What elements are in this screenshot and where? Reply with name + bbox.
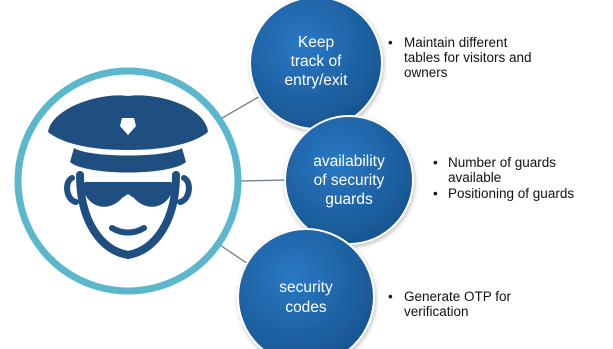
node-circle — [237, 228, 375, 349]
node-label-line: of security — [314, 172, 385, 189]
bullet-dot: • — [388, 35, 393, 50]
bullet-text-line: verification — [404, 304, 469, 319]
bullet-text-line: Positioning of guards — [448, 186, 574, 201]
bullet-text-line: Generate OTP for — [404, 289, 512, 304]
node-label-line: Keep — [298, 34, 334, 51]
bullets-security-codes: • Generate OTP for verification — [388, 289, 512, 319]
bullet-dot: • — [433, 186, 438, 201]
bullet-dot: • — [388, 289, 393, 304]
node-label-line: track of — [291, 53, 343, 70]
bullets-entry-exit: • Maintain different tables for visitors… — [388, 35, 532, 80]
node-security-codes: security codes — [237, 228, 375, 349]
node-label-line: entry/exit — [285, 72, 349, 89]
node-label-line: security — [279, 279, 333, 296]
bullet-text-line: tables for visitors and — [404, 50, 532, 65]
node-label-line: guards — [325, 191, 373, 208]
center-icon-group — [14, 67, 242, 295]
node-label-line: availability — [313, 153, 385, 170]
connector-line-2 — [239, 179, 289, 182]
bullet-text-line: Number of guards — [448, 155, 556, 170]
bullet-dot: • — [433, 155, 438, 170]
bullet-text-line: owners — [404, 65, 448, 80]
bullet-text-line: Maintain different — [404, 35, 508, 50]
node-label-line: codes — [285, 299, 327, 316]
node-entry-exit: Keep track of entry/exit — [249, 0, 383, 130]
police-officer-icon — [48, 95, 208, 260]
bullet-text-line: available — [448, 170, 501, 185]
bullets-security-guards: • Number of guards available • Positioni… — [433, 155, 574, 201]
node-security-guards: availability of security guards — [284, 115, 414, 245]
